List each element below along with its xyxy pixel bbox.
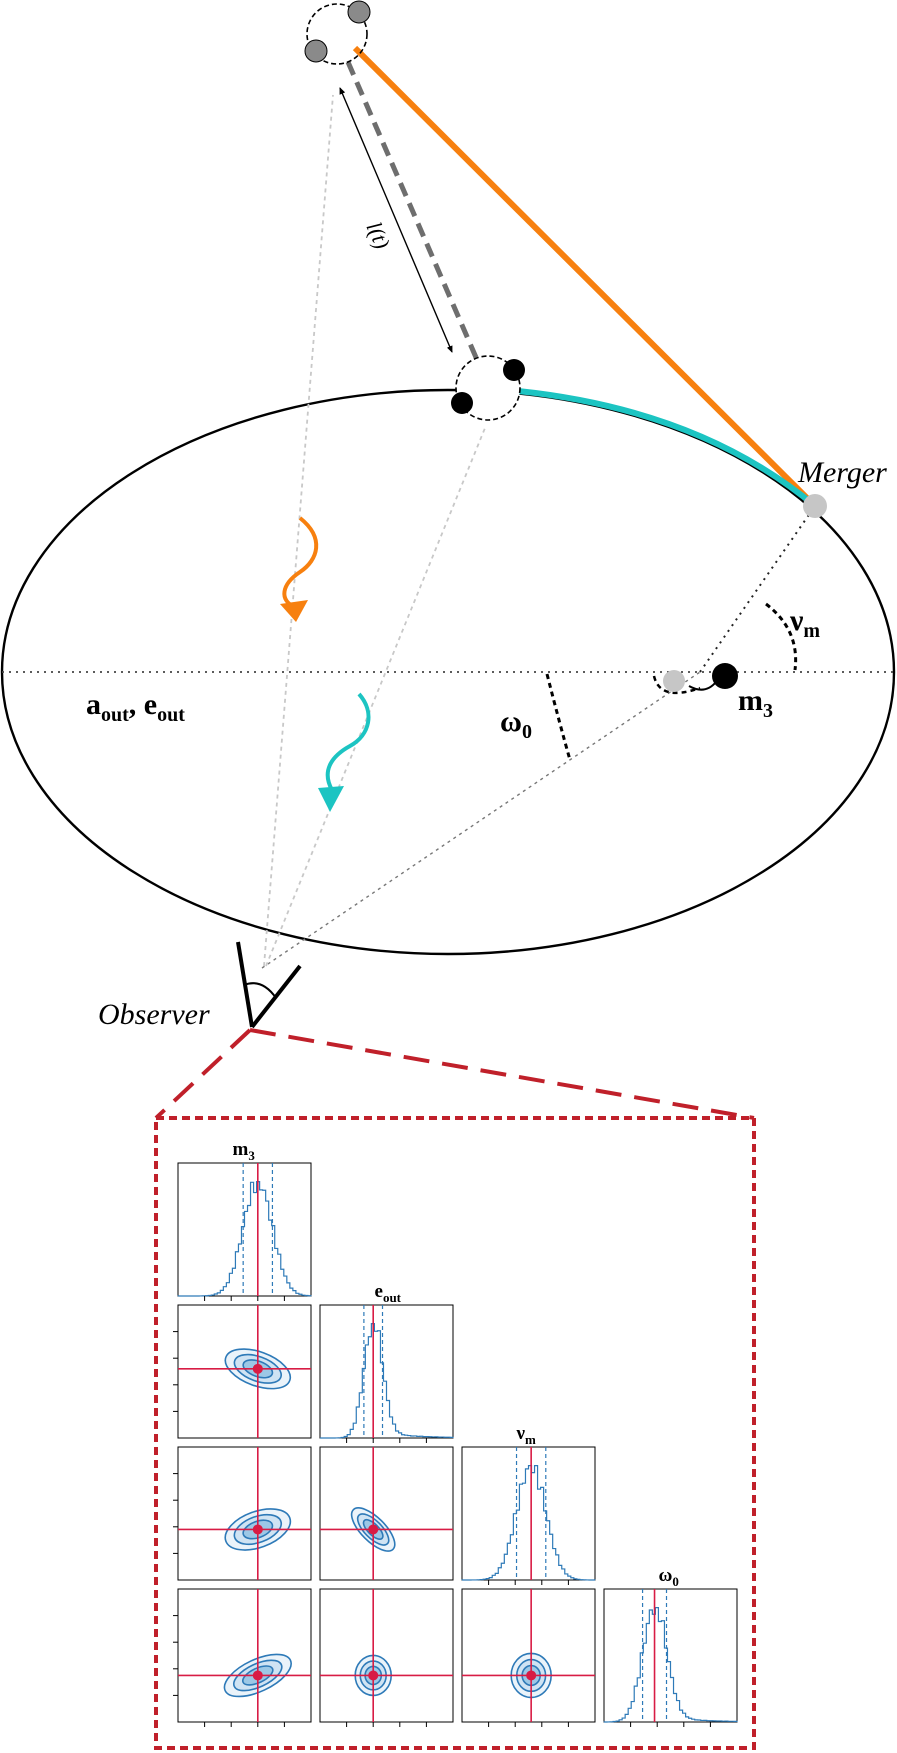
orange-gw-signal — [280, 516, 319, 622]
merger-point — [803, 494, 827, 518]
lt-arrow — [339, 87, 453, 353]
omega-label: ω0 — [500, 705, 532, 743]
sightline-far — [263, 94, 334, 967]
past-bh-1 — [347, 0, 371, 24]
corner-plot-frame — [154, 1116, 756, 1750]
focus-merger-line — [699, 505, 816, 673]
sightline-near — [265, 427, 486, 967]
m3-link — [688, 681, 717, 691]
nu-label: νm — [789, 604, 820, 642]
cyan-orbit-arc — [517, 388, 817, 509]
histogram-3: ω0 — [603, 1565, 738, 1723]
observer-eye-icon — [236, 941, 302, 1029]
past-binary — [304, 0, 371, 65]
contour-panel-3-0 — [177, 1588, 312, 1723]
param-title-2: νm — [516, 1423, 537, 1447]
observer-focus-line — [261, 671, 701, 969]
present-bh-2 — [451, 392, 473, 414]
nu-angle-arc — [765, 602, 798, 671]
zoom-line-left — [154, 1028, 252, 1120]
param-title-0: m3 — [233, 1139, 256, 1163]
histogram-2: νm — [461, 1423, 596, 1581]
orange-path — [352, 45, 818, 509]
present-binary — [451, 355, 525, 421]
param-title-1: eout — [375, 1281, 402, 1305]
contour-panel-3-2 — [461, 1588, 596, 1723]
param-title-3: ω0 — [659, 1565, 679, 1589]
contour-panel-2-0 — [177, 1446, 312, 1581]
contour-panel-1-0 — [177, 1304, 312, 1439]
merger-label: Merger — [797, 456, 887, 489]
m3-arc — [652, 675, 701, 695]
aout-eout-label: aout, eout — [86, 688, 185, 726]
corner-plot: m3 eout νm ω0 — [173, 1139, 738, 1727]
present-bh-1 — [503, 359, 525, 381]
cyan-gw-signal — [318, 692, 371, 812]
observer-label: Observer — [98, 998, 210, 1031]
histogram-1: eout — [319, 1281, 454, 1439]
contour-panel-2-1 — [319, 1446, 454, 1581]
zoom-line-right — [249, 1028, 755, 1120]
m3-label: m3 — [738, 684, 773, 722]
lt-label: l(t) — [361, 218, 395, 253]
past-bh-2 — [304, 39, 328, 63]
histogram-0: m3 — [177, 1139, 312, 1297]
omega-angle-arc — [545, 673, 572, 761]
m3-tertiary — [712, 663, 738, 689]
contour-panel-3-1 — [319, 1588, 454, 1723]
focus-grey-point — [663, 670, 685, 692]
